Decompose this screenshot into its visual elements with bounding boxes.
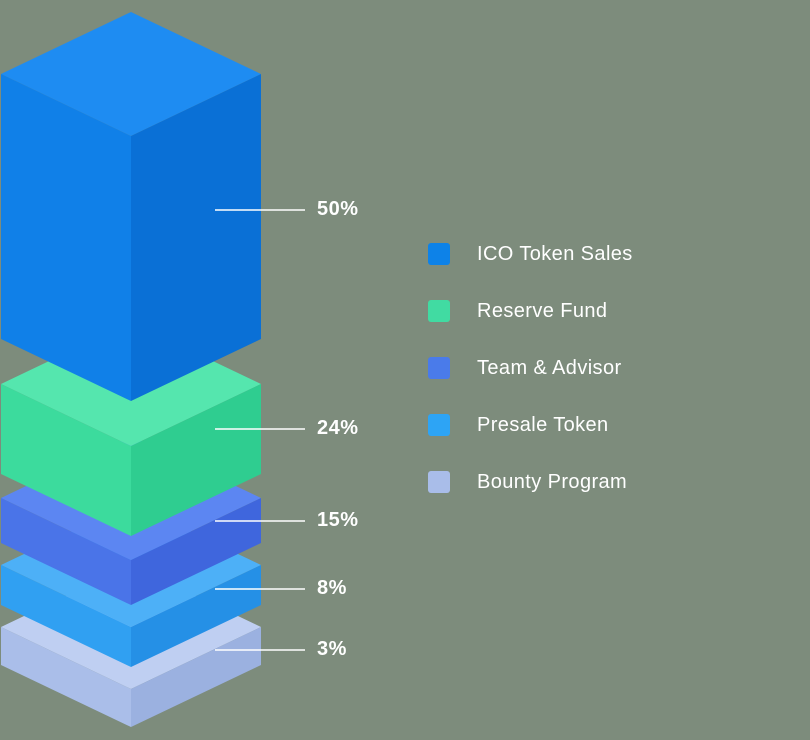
legend-label: Reserve Fund: [477, 299, 608, 322]
percent-label: 24%: [317, 417, 359, 439]
cube-left-face-layer-1: [1, 384, 131, 536]
cube-left-face-layer-3: [1, 565, 131, 667]
percent-label: 3%: [317, 638, 347, 660]
cube-right-face-layer-4: [131, 627, 261, 727]
legend-swatch: [428, 243, 450, 265]
cube-right-face-layer-0: [131, 74, 261, 401]
legend-label: ICO Token Sales: [477, 242, 633, 265]
legend-swatch: [428, 357, 450, 379]
legend-label: Presale Token: [477, 413, 609, 436]
percent-label: 15%: [317, 509, 359, 531]
percent-label: 50%: [317, 198, 359, 220]
cube-right-face-layer-1: [131, 384, 261, 536]
cube-left-face-layer-0: [1, 74, 131, 401]
legend-item: Team & Advisor: [428, 356, 633, 380]
legend: ICO Token Sales Reserve Fund Team & Advi…: [428, 242, 633, 494]
legend-item: Reserve Fund: [428, 299, 633, 323]
cube-right-face-layer-3: [131, 565, 261, 667]
legend-item: ICO Token Sales: [428, 242, 633, 266]
percent-label: 8%: [317, 577, 347, 599]
cube-left-face-layer-2: [1, 498, 131, 605]
cube-left-face-layer-4: [1, 627, 131, 727]
legend-item: Presale Token: [428, 413, 633, 437]
legend-swatch: [428, 414, 450, 436]
legend-item: Bounty Program: [428, 470, 633, 494]
legend-swatch: [428, 300, 450, 322]
legend-swatch: [428, 471, 450, 493]
cube-right-face-layer-2: [131, 498, 261, 605]
legend-label: Bounty Program: [477, 470, 628, 493]
legend-label: Team & Advisor: [477, 356, 622, 379]
